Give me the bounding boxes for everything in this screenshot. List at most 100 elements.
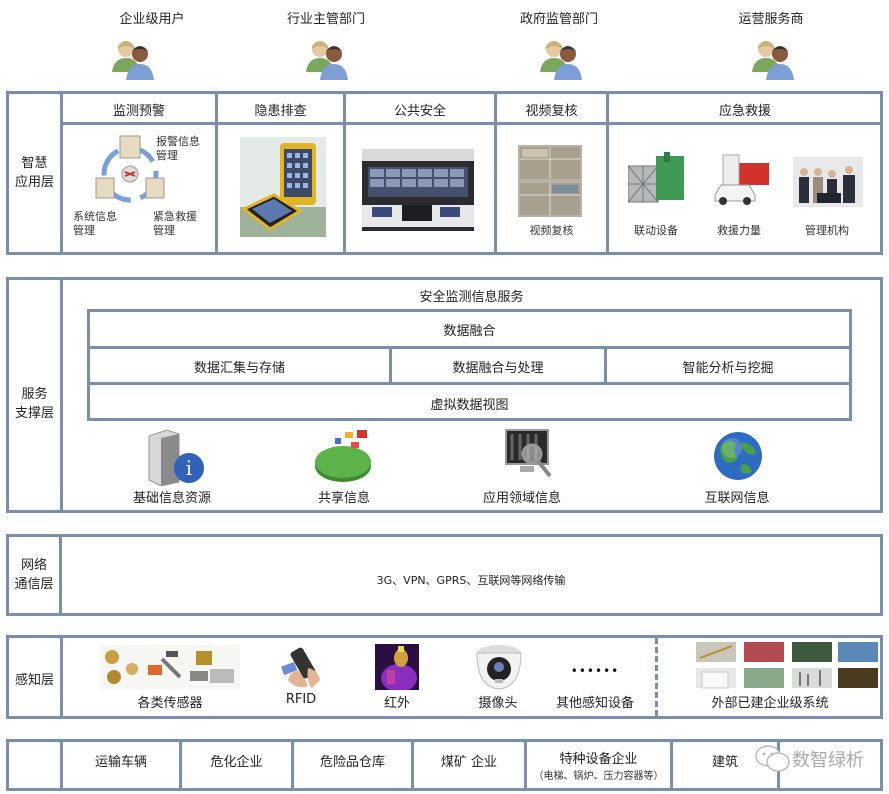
monitoring-item-system: 系统信息 管理 bbox=[73, 210, 117, 238]
camera-icon bbox=[476, 645, 522, 690]
app-col-title-monitoring: 监测预警 bbox=[112, 104, 165, 119]
watermark-text: 数智绿析 bbox=[792, 750, 864, 771]
management-agency-image bbox=[793, 157, 863, 207]
resource-internet-info: 互联网信息 bbox=[704, 491, 770, 506]
caption-line: 紧急救援 bbox=[153, 210, 197, 223]
resource-application-domain: 应用领域信息 bbox=[482, 491, 561, 506]
service-layer-label: 服务 支撑层 bbox=[9, 385, 60, 423]
monitor-search-icon bbox=[505, 429, 552, 478]
caption-line: 系统信息 bbox=[73, 210, 117, 223]
divider bbox=[291, 739, 294, 791]
service-title: 安全监测信息服务 bbox=[419, 290, 524, 305]
divider bbox=[524, 739, 527, 791]
intelligent-analysis-mining: 智能分析与挖掘 bbox=[682, 361, 774, 376]
data-fusion-processing: 数据融合与处理 bbox=[452, 361, 544, 376]
divider bbox=[604, 346, 607, 384]
resource-basic-info: 基础信息资源 bbox=[132, 491, 211, 506]
virtual-data-view: 虚拟数据视图 bbox=[430, 398, 509, 413]
app-col-title-video-review: 视频复核 bbox=[525, 104, 578, 119]
control-room-image bbox=[362, 149, 474, 231]
app-col-title-hazard: 隐患排查 bbox=[254, 104, 307, 119]
users-icon bbox=[752, 41, 794, 80]
user-operator: 运营服务商 bbox=[711, 8, 831, 27]
app-layer-label: 智慧 应用层 bbox=[9, 154, 60, 192]
layer-label-line: 应用层 bbox=[14, 175, 54, 190]
perception-layer-label: 感知层 bbox=[14, 673, 54, 688]
users-icon bbox=[540, 41, 582, 80]
emergency-caption-force: 救援力量 bbox=[717, 224, 761, 237]
external-systems-photos bbox=[696, 642, 878, 689]
layer-label-line: 网络 bbox=[20, 558, 47, 573]
object-hazardous-chemical: 危化企业 bbox=[210, 755, 263, 770]
device-infrared: 红外 bbox=[383, 696, 410, 711]
video-review-caption: 视频复核 bbox=[529, 224, 574, 237]
object-transport-vehicles: 运输车辆 bbox=[94, 755, 147, 770]
data-collection-storage: 数据汇集与存储 bbox=[193, 361, 285, 376]
divider bbox=[389, 346, 392, 384]
app-col-title-emergency: 应急救援 bbox=[718, 104, 771, 119]
divider bbox=[60, 277, 63, 513]
divider bbox=[670, 739, 673, 791]
globe-icon bbox=[714, 432, 762, 480]
infrared-icon bbox=[375, 644, 419, 690]
caption-line: 管理 bbox=[153, 224, 175, 237]
monitoring-item-alarm: 报警信息 管理 bbox=[156, 135, 200, 163]
users-icon bbox=[306, 41, 348, 80]
caption-line: 报警信息 bbox=[156, 135, 200, 148]
device-camera: 摄像头 bbox=[478, 696, 518, 711]
layer-label-line: 智慧 bbox=[21, 156, 48, 171]
divider bbox=[60, 739, 63, 791]
user-gov-dept: 政府监管部门 bbox=[499, 8, 619, 27]
device-sensors: 各类传感器 bbox=[137, 696, 203, 711]
device-other: 其他感知设备 bbox=[555, 696, 634, 711]
divider bbox=[606, 91, 609, 255]
divider bbox=[60, 635, 63, 719]
network-transport: 3G、VPN、GPRS、互联网等网络传输 bbox=[376, 574, 566, 587]
layer-label-line: 支撑层 bbox=[14, 406, 54, 421]
network-layer bbox=[6, 534, 883, 616]
user-label: 政府监管部门 bbox=[519, 12, 598, 27]
object-construction: 建筑 bbox=[711, 755, 738, 770]
object-dangerous-goods-warehouse: 危险品仓库 bbox=[319, 755, 385, 770]
divider bbox=[494, 91, 497, 255]
data-stack bbox=[87, 309, 852, 421]
divider bbox=[343, 91, 346, 255]
user-industry-dept: 行业主管部门 bbox=[266, 8, 386, 27]
svg-text:i: i bbox=[186, 456, 192, 480]
divider bbox=[87, 382, 852, 385]
emergency-caption-equipment: 联动设备 bbox=[634, 224, 678, 237]
tablet-image bbox=[240, 137, 326, 237]
rescue-vehicles-image bbox=[714, 154, 769, 205]
object-special-equipment-detail: （电梯、锅炉、压力容器等） bbox=[533, 771, 664, 782]
linkage-equipment-image bbox=[628, 152, 684, 203]
divider bbox=[215, 91, 218, 255]
user-enterprise: 企业级用户 bbox=[92, 8, 212, 27]
data-fusion-label: 数据融合 bbox=[443, 324, 496, 339]
divider bbox=[179, 739, 182, 791]
caption-line: 管理 bbox=[156, 149, 178, 162]
wechat-icon bbox=[755, 745, 790, 772]
user-label: 运营服务商 bbox=[738, 12, 804, 27]
rfid-reader-icon bbox=[281, 647, 320, 688]
layer-label-line: 服务 bbox=[21, 387, 48, 402]
monitored-objects-row bbox=[6, 739, 883, 791]
network-layer-label: 网络 通信层 bbox=[9, 556, 59, 594]
app-col-title-public-safety: 公共安全 bbox=[393, 104, 446, 119]
divider bbox=[60, 91, 63, 255]
user-label: 企业级用户 bbox=[119, 12, 185, 27]
monitoring-item-rescue: 紧急救援 管理 bbox=[153, 210, 197, 238]
device-rfid: RFID bbox=[285, 692, 317, 707]
video-review-image bbox=[518, 145, 582, 217]
server-info-icon: i bbox=[148, 429, 204, 486]
emergency-caption-agency: 管理机构 bbox=[805, 224, 849, 237]
user-label: 行业主管部门 bbox=[286, 12, 365, 27]
caption-line: 管理 bbox=[73, 224, 95, 237]
external-enterprise-systems: 外部已建企业级系统 bbox=[711, 696, 829, 711]
dashed-divider bbox=[655, 638, 658, 716]
sensors-icon bbox=[100, 645, 240, 689]
monitoring-cycle-diagram bbox=[95, 135, 165, 203]
object-special-equipment: 特种设备企业 bbox=[559, 752, 638, 767]
divider bbox=[87, 346, 852, 349]
divider bbox=[411, 739, 414, 791]
layer-label-line: 通信层 bbox=[14, 577, 54, 592]
